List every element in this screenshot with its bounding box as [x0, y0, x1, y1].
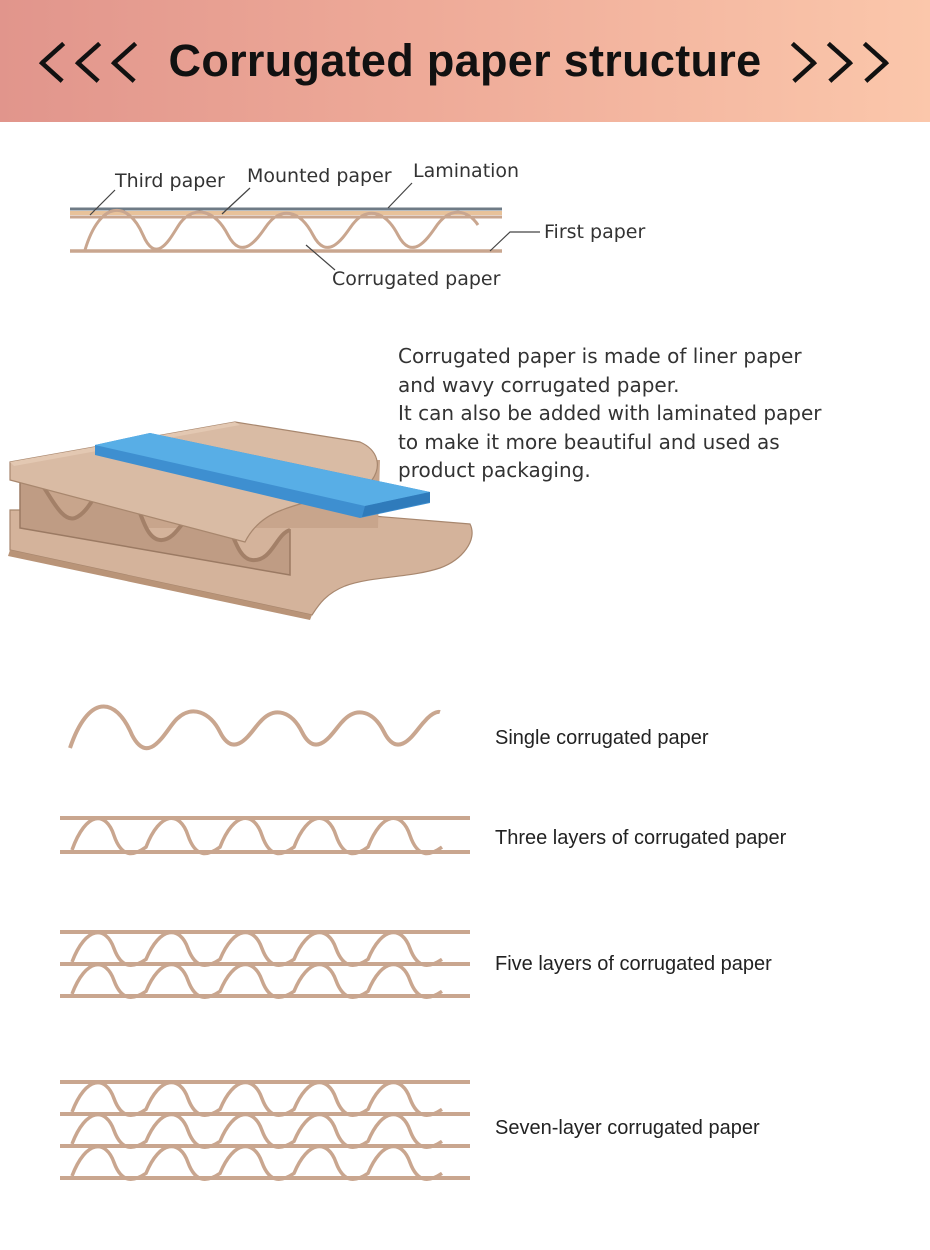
- description-line: product packaging.: [398, 458, 591, 482]
- label-lamination: Lamination: [413, 160, 520, 182]
- label-mounted-paper: Mounted paper: [247, 165, 392, 187]
- flute-wave: [70, 816, 444, 856]
- description-line: Corrugated paper is made of liner paper: [398, 344, 802, 368]
- page-title: Corrugated paper structure: [168, 35, 762, 86]
- chevrons-left-icon: [38, 41, 138, 85]
- label-first-paper: First paper: [544, 221, 646, 243]
- header-banner: [0, 0, 930, 122]
- flute-wave: [70, 1144, 443, 1181]
- type-five-layer: [60, 930, 470, 999]
- chevrons-right-icon: [790, 41, 890, 85]
- type-label-single: Single corrugated paper: [495, 727, 709, 749]
- type-label-seven: Seven-layer corrugated paper: [495, 1117, 760, 1139]
- description-line: It can also be added with laminated pape…: [398, 401, 822, 425]
- type-label-three: Three layers of corrugated paper: [495, 827, 787, 849]
- label-corrugated-paper: Corrugated paper: [332, 268, 501, 290]
- flute-wave: [70, 930, 443, 967]
- structure-cross-section: [70, 182, 540, 271]
- description-line: to make it more beautiful and used as: [398, 429, 780, 454]
- description-line: and wavy corrugated paper.: [398, 372, 680, 397]
- flute-wave: [70, 1112, 443, 1149]
- type-single-corrugated: [68, 704, 441, 751]
- type-three-layer: [60, 816, 470, 856]
- corrugated-3d-illustration: [8, 421, 473, 620]
- description-text: Corrugated paper is made of liner paper …: [398, 342, 868, 485]
- type-seven-layer: [60, 1080, 470, 1181]
- flute-wave: [70, 962, 443, 999]
- type-label-five: Five layers of corrugated paper: [495, 953, 772, 975]
- label-third-paper: Third paper: [115, 170, 225, 192]
- corrugated-wave: [83, 208, 480, 251]
- flute-wave: [70, 1080, 443, 1117]
